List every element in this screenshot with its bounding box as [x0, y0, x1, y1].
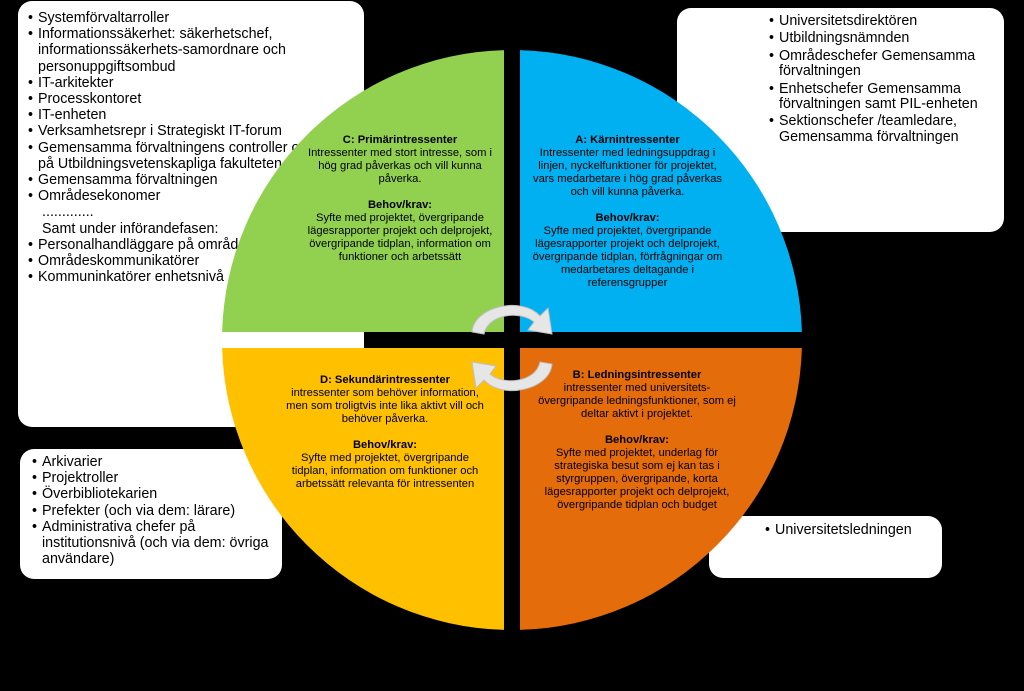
quadrant-b-title: B: Ledningsintressenter: [572, 369, 702, 381]
quadrant-b-needs-title: Behov/krav:: [604, 434, 670, 446]
list-item: Enhetschefer Gemensamma förvaltningen sa…: [769, 81, 1004, 113]
quadrant-a: [520, 50, 802, 333]
quadrant-b-description: intressenter med universitets-övergripan…: [538, 382, 736, 420]
list-item: Universitetsledningen: [765, 522, 942, 538]
bottom-right-stakeholder-box: Universitetsledningen: [709, 516, 942, 578]
list-item: Områdeskommunikatörer: [28, 253, 364, 269]
quadrant-b-text: B: Ledningsintressenter intressenter med…: [537, 369, 737, 512]
quadrant-b-needs: Syfte med projektet, underlag för strate…: [544, 447, 730, 511]
bottom-left-list: Arkivarier Projektroller Överbibliotekar…: [32, 454, 282, 567]
quadrant-d-title: D: Sekundärintressenter: [320, 374, 450, 386]
quadrant-c-needs: Syfte med projektet, övergripande lägesr…: [307, 212, 493, 263]
cycle-arrow-top-icon: [471, 304, 553, 335]
quadrant-a-title: A: Kärnintressenter: [575, 134, 680, 146]
top-right-stakeholder-box: Universitetsdirektören Utbildningsnämnde…: [677, 8, 1004, 232]
list-item: Administrativa chefer på institutionsniv…: [32, 519, 282, 568]
quadrant-group: [222, 50, 802, 630]
list-item: Områdesekonomer: [28, 188, 364, 204]
list-item: Områdeschefer Gemensamma förvaltningen: [769, 48, 1004, 80]
quadrant-d-description: intressenter som behöver information, me…: [286, 387, 484, 425]
list-item: Universitetsdirektören: [769, 13, 1004, 30]
bottom-right-list: Universitetsledningen: [765, 522, 942, 538]
top-left-list: Systemförvaltarroller Informationssäkerh…: [28, 10, 364, 286]
list-item: Utbildningsnämnden: [769, 30, 1004, 47]
quadrant-d-text: D: Sekundärintressenter intressenter som…: [285, 374, 485, 491]
list-item: Informationssäkerhet: säkerhetschef, inf…: [28, 26, 364, 75]
list-item: Personalhandläggare på områdesnivå: [28, 237, 364, 253]
quadrant-b: [520, 348, 802, 630]
list-item: Arkivarier: [32, 454, 282, 470]
list-item: Prefekter (och via dem: lärare): [32, 503, 282, 519]
quadrant-d-needs-title: Behov/krav:: [352, 439, 418, 451]
list-item: Överbibliotekarien: [32, 486, 282, 502]
list-item: Verksamhetsrepr i Strategiskt IT-forum: [28, 123, 364, 139]
quadrant-c-title: C: Primärintressenter: [342, 134, 458, 146]
list-item: Sektionschefer /teamledare, Gemensamma f…: [769, 114, 1004, 145]
list-item: Kommuninkatörer enhetsnivå: [28, 269, 364, 285]
top-right-list: Universitetsdirektören Utbildningsnämnde…: [769, 13, 1004, 145]
quadrant-c: [222, 50, 505, 333]
bottom-left-stakeholder-box: Arkivarier Projektroller Överbibliotekar…: [20, 449, 282, 579]
list-item: Systemförvaltarroller: [28, 10, 364, 26]
quadrant-a-needs-title: Behov/krav:: [595, 212, 660, 224]
list-item: Projektroller: [32, 470, 282, 486]
quadrant-d-needs: Syfte med projektet, övergripande tidpla…: [291, 452, 479, 490]
list-item: .............: [42, 204, 94, 221]
list-item: Samt under införandefasen:: [42, 220, 219, 237]
quadrant-c-description: Intressenter med stort intresse, som i h…: [307, 147, 493, 185]
quadrant-a-text: A: Kärnintressenter Intressenter med led…: [530, 134, 725, 290]
list-item: IT-enheten: [28, 107, 364, 123]
cycle-arrow-bottom-icon: [471, 361, 553, 392]
list-item: Gemensamma förvaltningens controller och…: [28, 140, 364, 172]
quadrant-a-needs: Syfte med projektet, övergripande lägesr…: [532, 225, 723, 289]
quadrant-a-description: Intressenter med ledningsuppdrag i linje…: [532, 147, 723, 198]
quadrant-d: [222, 348, 505, 630]
list-item: IT-arkitekter: [28, 75, 364, 91]
list-item: Gemensamma förvaltningen: [28, 172, 364, 188]
cycle-arrows: [471, 304, 553, 392]
quadrant-c-needs-title: Behov/krav:: [367, 199, 433, 211]
quadrant-c-text: C: Primärintressenter Intressenter med s…: [300, 134, 500, 264]
list-item: Processkontoret: [28, 91, 364, 107]
